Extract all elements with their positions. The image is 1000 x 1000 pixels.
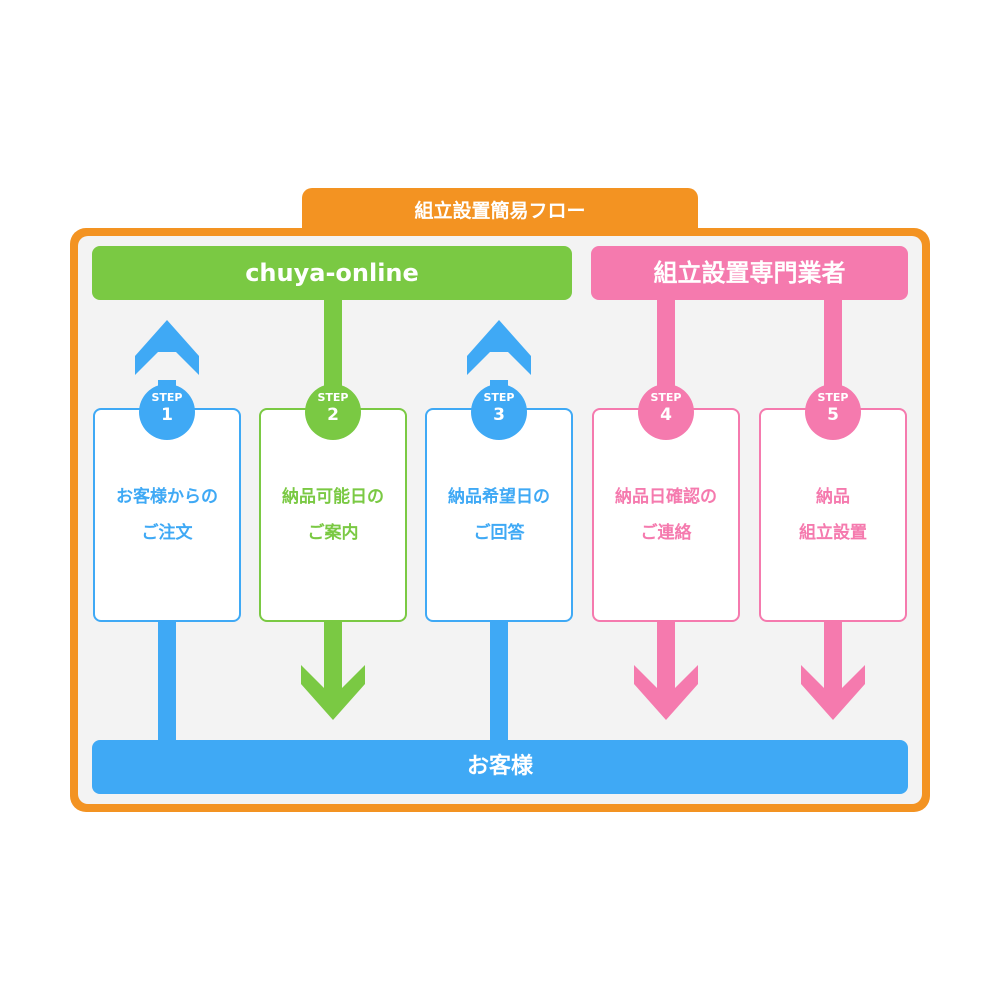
step-badge-number: 4 xyxy=(660,405,672,425)
step-badge-number: 1 xyxy=(161,405,173,425)
step-badge-label: STEP xyxy=(151,391,183,404)
step-card-2: 納品可能日の ご案内 xyxy=(259,408,407,622)
step-4-text-line1: 納品日確認の xyxy=(615,487,717,507)
step-1-text-line1: お客様からの xyxy=(116,487,218,507)
step-3-text-line2: ご回答 xyxy=(473,523,525,543)
step-card-5: 納品 組立設置 xyxy=(759,408,907,622)
lane-installer: 組立設置専門業者 xyxy=(591,246,908,300)
step-card-4: 納品日確認の ご連絡 xyxy=(592,408,740,622)
step-badge-label: STEP xyxy=(817,391,849,404)
step-badge-number: 5 xyxy=(827,405,839,425)
step-5-text-line1: 納品 xyxy=(816,487,850,507)
step-badge-3: STEP 3 xyxy=(471,384,527,440)
step-badge-number: 2 xyxy=(327,405,339,425)
step-card-1: お客様からの ご注文 xyxy=(93,408,241,622)
step-badge-label: STEP xyxy=(650,391,682,404)
step-5-text-line2: 組立設置 xyxy=(799,523,867,543)
step-2-text-line2: ご案内 xyxy=(307,523,359,543)
step-2-text-line1: 納品可能日の xyxy=(282,487,384,507)
step-badge-label: STEP xyxy=(317,391,349,404)
step-3-text-line1: 納品希望日の xyxy=(448,487,550,507)
step-badge-4: STEP 4 xyxy=(638,384,694,440)
step-4-text-line2: ご連絡 xyxy=(640,523,692,543)
step-1-text-line2: ご注文 xyxy=(141,523,193,543)
step-card-3: 納品希望日の ご回答 xyxy=(425,408,573,622)
step-badge-5: STEP 5 xyxy=(805,384,861,440)
step-badge-number: 3 xyxy=(493,405,505,425)
lane-customer: お客様 xyxy=(92,740,908,794)
step-badge-2: STEP 2 xyxy=(305,384,361,440)
step-badge-1: STEP 1 xyxy=(139,384,195,440)
step-badge-label: STEP xyxy=(483,391,515,404)
lane-seller: chuya-online xyxy=(92,246,572,300)
